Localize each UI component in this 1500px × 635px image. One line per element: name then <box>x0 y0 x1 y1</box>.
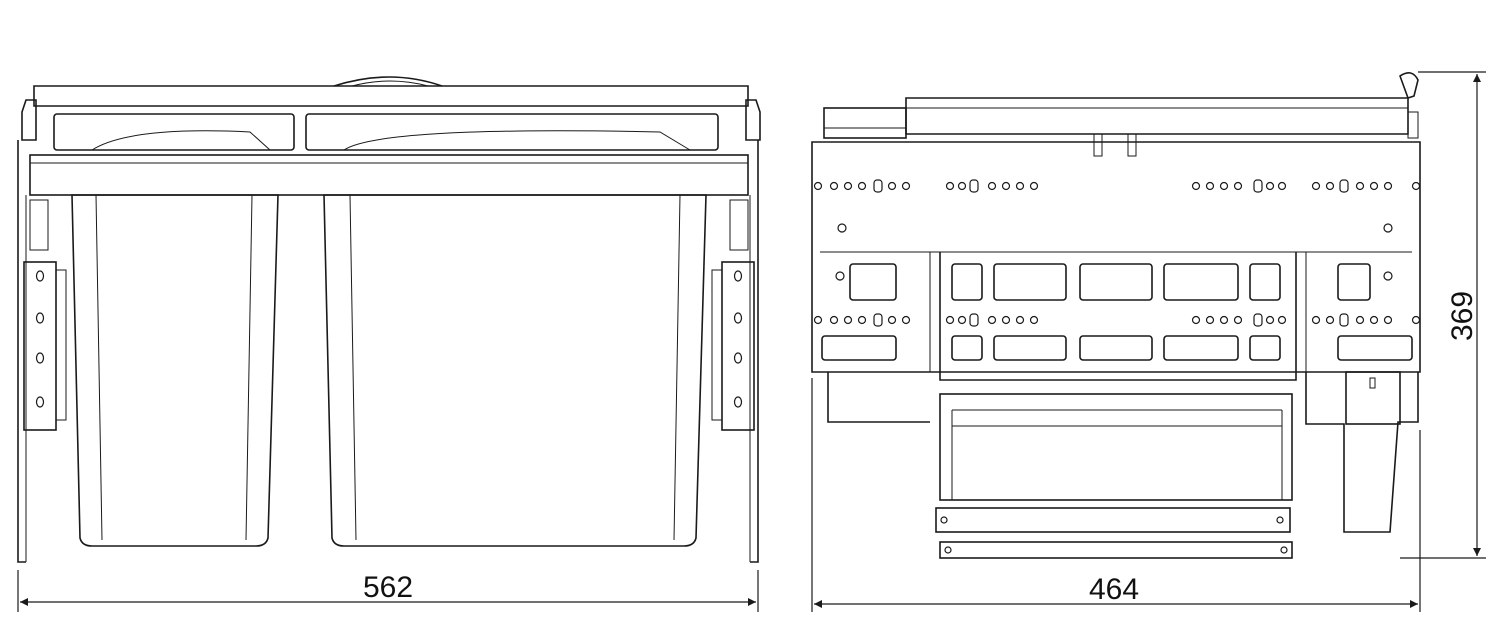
dim-label-464: 464 <box>1089 573 1139 606</box>
lid-handle-left <box>53 113 295 151</box>
bin-right <box>323 194 707 547</box>
dim-height: 369 <box>1400 71 1486 559</box>
front-frame-bar <box>29 154 749 196</box>
dim-side-depth: 464 <box>811 378 1421 612</box>
dim-label-562: 562 <box>363 571 413 604</box>
bin-left <box>71 194 279 547</box>
lid-handle-right <box>305 113 719 151</box>
hole-row-lower <box>813 313 1421 327</box>
side-view <box>811 72 1421 559</box>
side-bin-body <box>827 372 930 423</box>
side-basket <box>939 393 1293 501</box>
side-lid <box>905 97 1409 135</box>
side-panel <box>811 141 1421 373</box>
side-inner-frame <box>939 252 1297 381</box>
mount-plate-right <box>721 261 755 431</box>
dim-label-369: 369 <box>1446 291 1479 341</box>
front-lid <box>33 85 749 107</box>
slot-windows <box>821 263 1413 361</box>
front-view <box>17 76 761 563</box>
dim-front-width: 562 <box>17 570 759 612</box>
mount-plate-left <box>23 261 57 431</box>
hole-row-upper <box>813 179 1421 193</box>
